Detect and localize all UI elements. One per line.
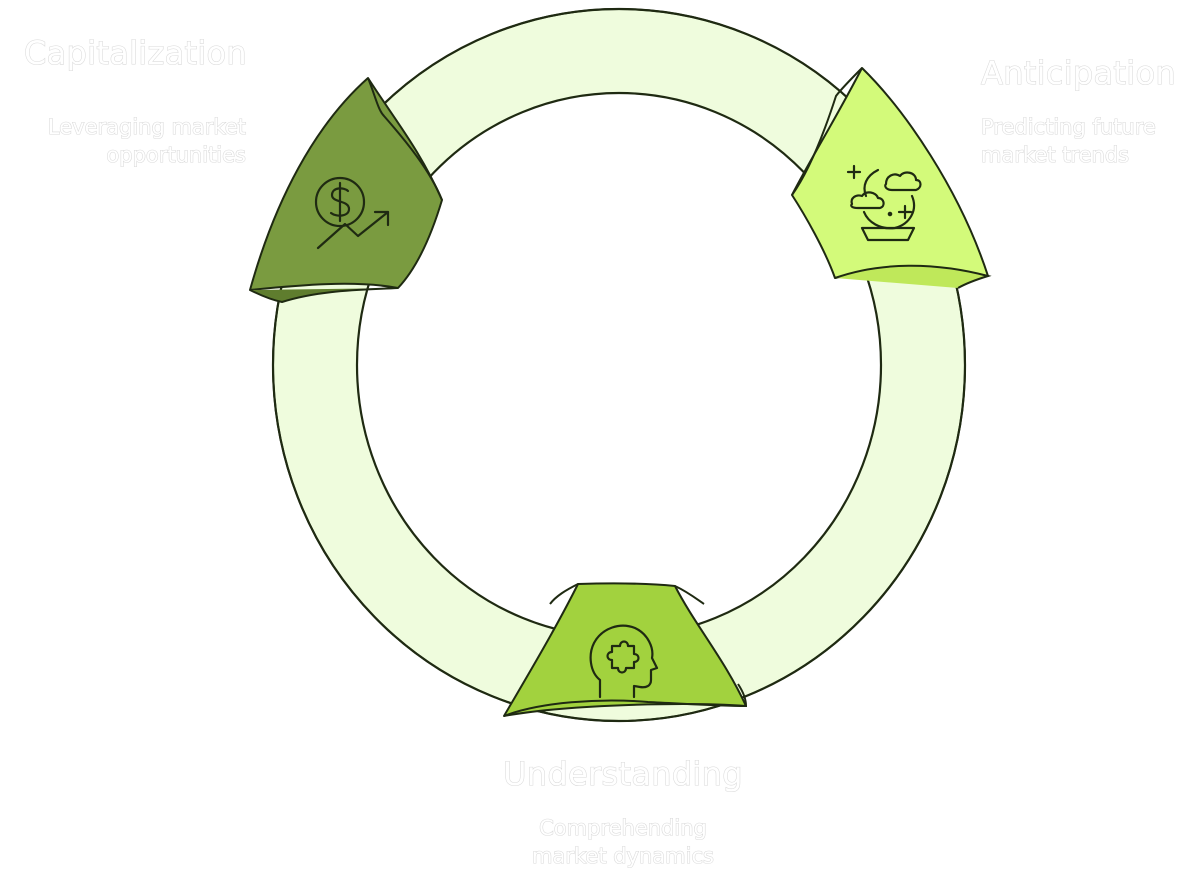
capitalization-title: Capitalization [23,33,247,72]
anticipation-title: Anticipation [980,53,1176,92]
anticipation-segment [791,67,992,289]
capitalization-description: Leveraging market opportunities [0,113,246,169]
understanding-title: Understanding [503,754,743,793]
capitalization-description-line-2: opportunities [106,142,247,167]
understanding-segment [503,582,748,717]
anticipation-description-line-1: Predicting future [980,114,1156,139]
anticipation-description: Predicting future market trends [980,113,1196,169]
crystal-ball-icon [846,164,922,242]
understanding-description: Comprehending market dynamics [470,814,776,870]
understanding-description-line-1: Comprehending [539,815,708,840]
dollar-trend-up-icon [314,176,390,250]
head-puzzle-icon [589,624,659,699]
anticipation-description-line-2: market trends [980,142,1130,167]
capitalization-segment [249,77,443,304]
capitalization-description-line-1: Leveraging market [47,114,246,139]
understanding-description-line-2: market dynamics [531,843,714,868]
